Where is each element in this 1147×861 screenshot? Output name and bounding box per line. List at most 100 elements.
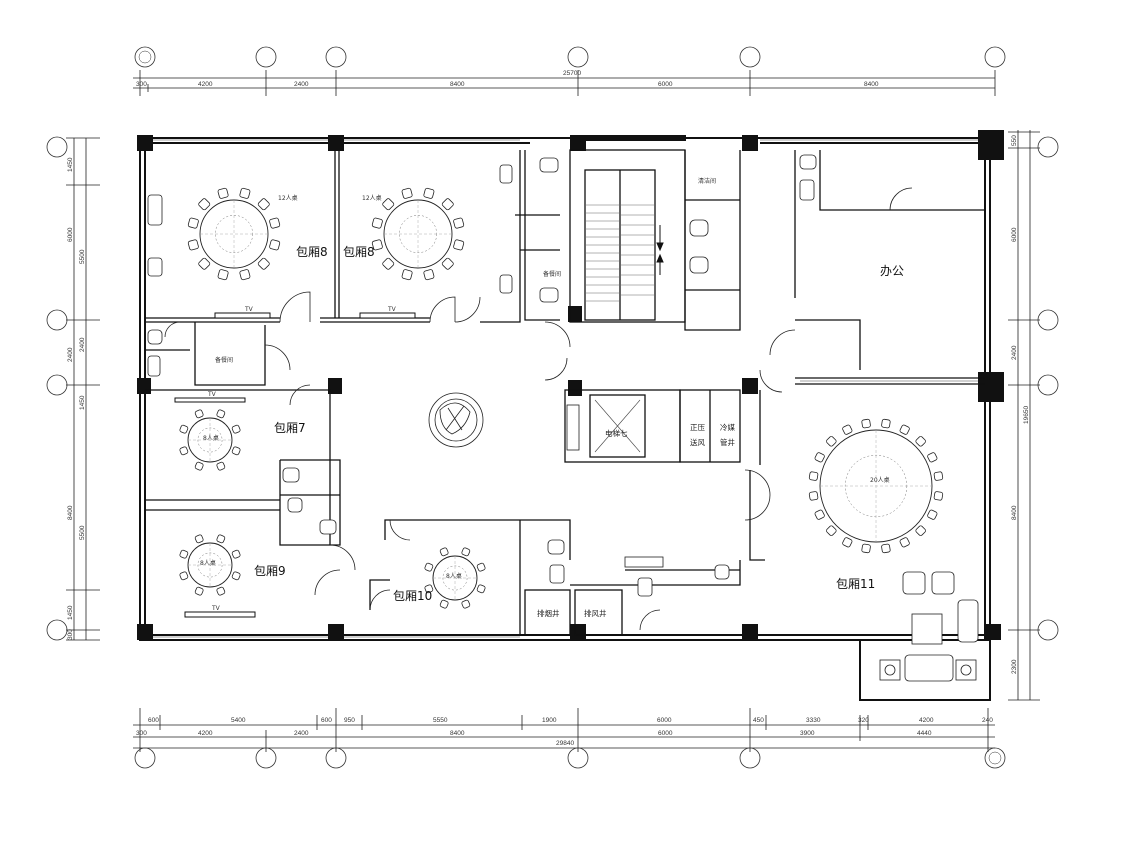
dim-label: 19650	[1023, 406, 1030, 424]
chair	[424, 562, 434, 572]
dim-label: 5500	[79, 525, 86, 540]
table-label: 20人桌	[870, 476, 890, 484]
tv-label: TV	[211, 605, 221, 612]
stair-treads	[585, 204, 655, 302]
dim-label: 240	[982, 717, 993, 724]
chair	[461, 547, 471, 557]
round-table-2	[371, 187, 465, 281]
dim-label: 5550	[433, 717, 448, 724]
chair	[371, 239, 383, 251]
room-label-private-8a: 包厢8	[296, 245, 328, 259]
room-label-prep: 备餐间	[543, 270, 561, 278]
room-label-smoke-shaft: 排烟井	[537, 608, 560, 618]
room-label-private-8b: 包厢8	[343, 245, 375, 259]
windows	[153, 139, 978, 638]
chair	[217, 269, 229, 281]
bottom-grid-bubbles	[134, 747, 1006, 769]
structural-columns	[137, 130, 1004, 640]
chair	[231, 424, 241, 434]
chair	[198, 198, 211, 211]
doors	[164, 187, 913, 631]
tv-label: TV	[244, 306, 254, 313]
table-centerline	[188, 543, 232, 587]
chair	[194, 586, 204, 596]
chair	[231, 549, 241, 559]
table-centerline	[820, 430, 932, 542]
round-table-3	[179, 409, 241, 471]
top-total-dim: 25700	[563, 70, 581, 77]
dim-label: 550	[1011, 135, 1018, 146]
chair	[257, 257, 270, 270]
tv-units	[174, 312, 416, 618]
chair	[453, 217, 465, 229]
chair	[453, 239, 465, 251]
chair	[915, 525, 926, 536]
chair	[216, 409, 226, 419]
dim-label: 4440	[917, 730, 932, 737]
dim-label: 1450	[79, 395, 86, 410]
chair	[933, 491, 944, 501]
dim-label: 8400	[864, 81, 879, 88]
top-grid-bubbles	[134, 46, 1006, 68]
chair	[194, 534, 204, 544]
room-label-private-7: 包厢7	[274, 421, 306, 435]
chair	[441, 257, 454, 270]
dim-label: 450	[753, 717, 764, 724]
lazy-susan	[197, 552, 223, 578]
table-centerline	[433, 556, 477, 600]
interior-walls	[145, 149, 985, 636]
dim-label: 4200	[919, 717, 934, 724]
chair	[861, 543, 871, 554]
dim-label: 6000	[658, 81, 673, 88]
chair	[179, 446, 189, 456]
table-centerline	[384, 200, 452, 268]
round-table-1	[187, 187, 281, 281]
chair	[187, 217, 199, 229]
tv-label: TV	[207, 391, 217, 398]
chair	[187, 239, 199, 251]
dim-label: 8400	[450, 730, 465, 737]
dim-label: 300	[67, 629, 74, 640]
chair	[423, 269, 435, 281]
chair	[476, 584, 486, 594]
chair	[371, 217, 383, 229]
table-label: 8人桌	[203, 434, 219, 442]
chair	[814, 452, 825, 463]
chair	[216, 534, 226, 544]
dim-label: 2400	[1011, 345, 1018, 360]
dim-label: 1450	[67, 605, 74, 620]
dim-label: 2400	[294, 81, 309, 88]
chair	[439, 599, 449, 609]
dim-label: 600	[148, 717, 159, 724]
dim-label: 4200	[198, 730, 213, 737]
round-table-6	[808, 418, 944, 554]
dim-label: 3330	[806, 717, 821, 724]
round-table-4	[179, 534, 241, 596]
room-label-prep: 备餐间	[215, 356, 233, 364]
table-centerline	[200, 200, 268, 268]
chair	[424, 584, 434, 594]
bottom-dimension-chain	[133, 708, 995, 752]
chair	[382, 198, 395, 211]
chair	[217, 187, 229, 199]
dim-label: 6000	[1011, 227, 1018, 242]
chair	[179, 571, 189, 581]
chair	[927, 509, 938, 520]
chair	[257, 198, 270, 211]
table-label: 8人桌	[200, 559, 216, 567]
dim-label: 6000	[658, 730, 673, 737]
chair	[231, 571, 241, 581]
tv-label: TV	[387, 306, 397, 313]
grid-marker-dots	[138, 50, 1002, 765]
room-label-private-11: 包厢11	[836, 577, 875, 591]
lobby-medallion	[428, 392, 484, 448]
chair	[382, 257, 395, 270]
chair	[216, 586, 226, 596]
chair	[269, 217, 281, 229]
left-dimension-chain	[66, 137, 100, 641]
dim-label: 6000	[67, 227, 74, 242]
right-dimension-chain	[1008, 130, 1040, 701]
room-label-refrigerant: 冷媒	[720, 422, 735, 432]
lazy-susan	[442, 565, 468, 591]
chair	[239, 187, 251, 199]
